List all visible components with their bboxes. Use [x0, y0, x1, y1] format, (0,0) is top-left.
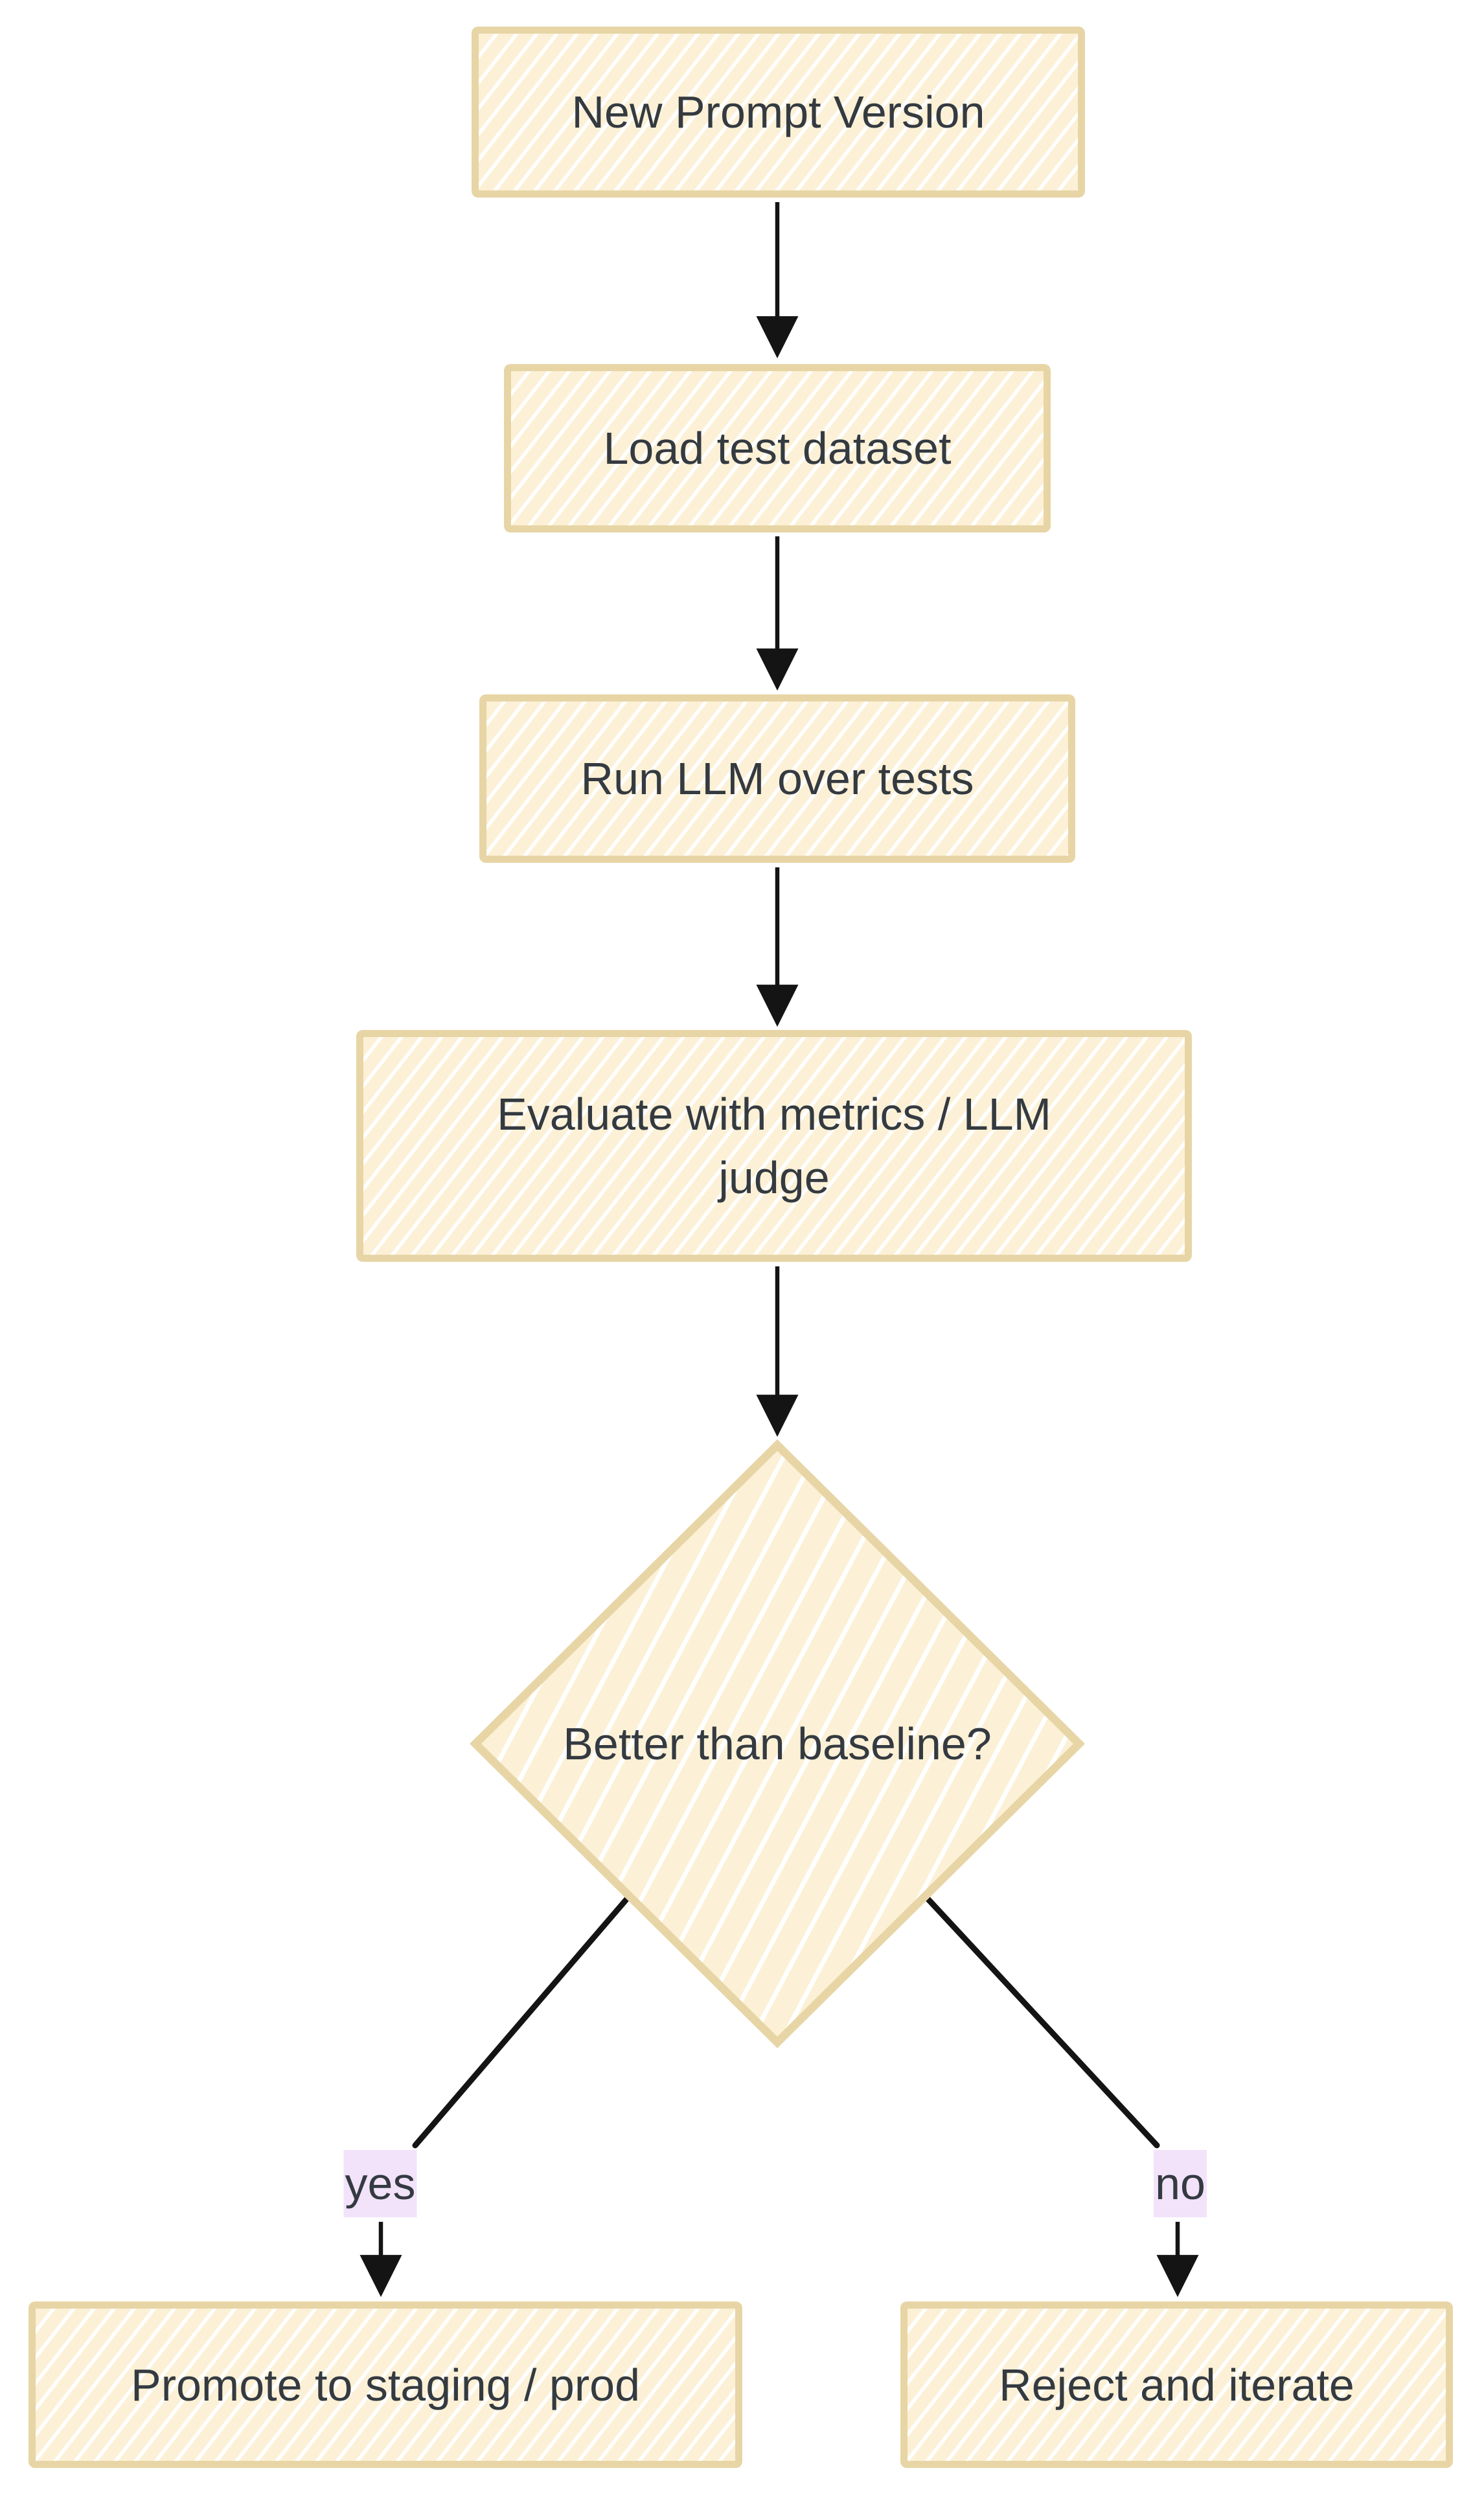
node-label: Run LLM over tests: [580, 753, 974, 804]
node-reject-and-iterate: Reject and iterate: [900, 2301, 1453, 2468]
edge-label-no: no: [1154, 2150, 1207, 2217]
node-label: New Prompt Version: [571, 87, 985, 137]
node-new-prompt-version: New Prompt Version: [472, 27, 1085, 198]
node-run-llm-over-tests: Run LLM over tests: [479, 694, 1075, 863]
node-evaluate-with-metrics: Evaluate with metrics / LLM judge: [356, 1030, 1192, 1262]
node-promote-staging-prod: Promote to staging / prod: [29, 2301, 742, 2468]
node-load-test-dataset: Load test dataset: [504, 364, 1051, 532]
node-label: Promote to staging / prod: [131, 2359, 640, 2410]
node-label: Load test dataset: [603, 423, 952, 474]
node-better-than-baseline: Better than baseline?: [470, 1439, 1085, 2048]
node-label: Reject and iterate: [999, 2359, 1354, 2410]
node-label: Evaluate with metrics / LLM judge: [497, 1089, 1051, 1203]
node-label: Better than baseline?: [563, 1719, 992, 1769]
edge-label-yes: yes: [343, 2150, 417, 2217]
